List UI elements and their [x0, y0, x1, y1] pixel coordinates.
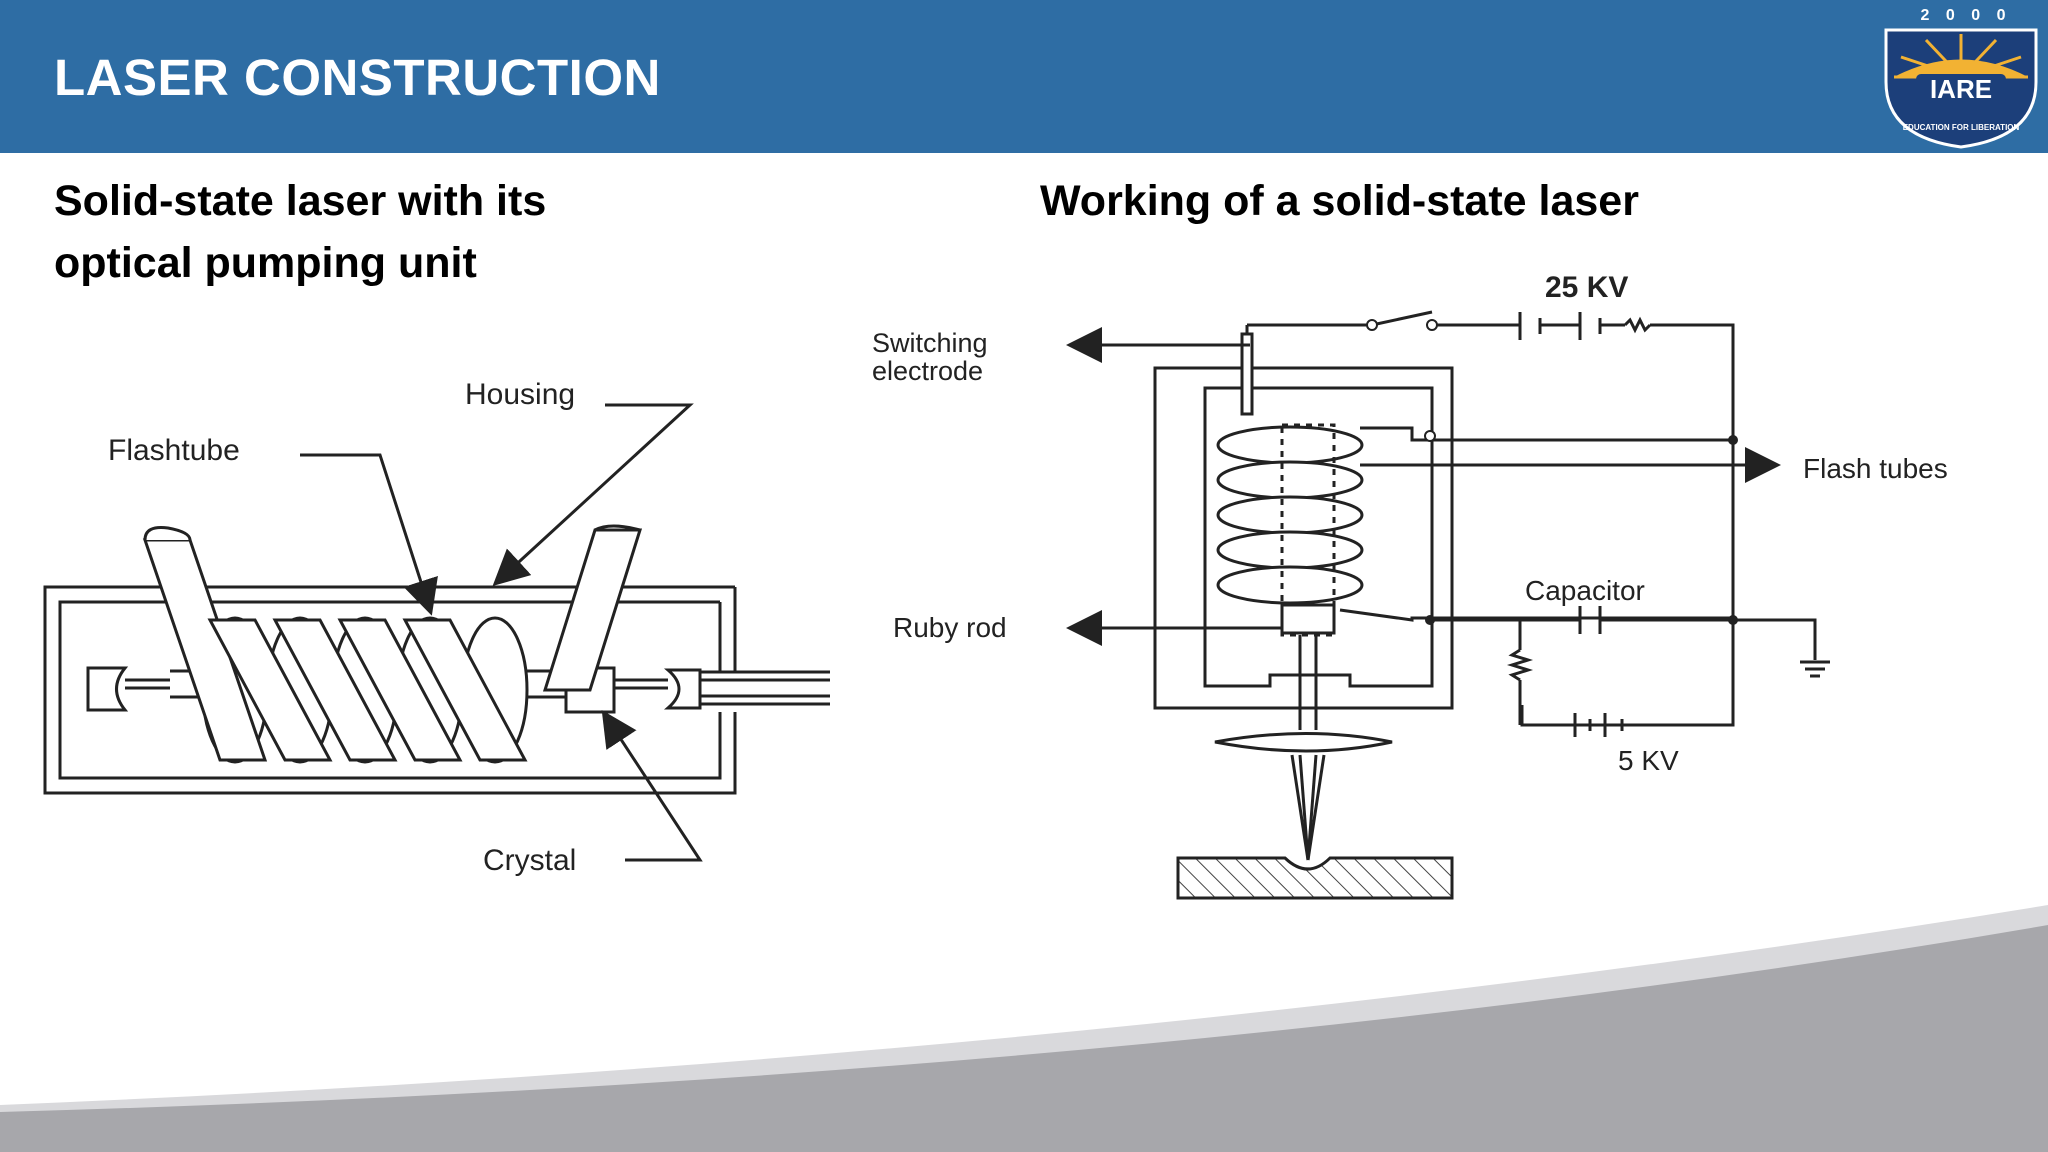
voltage-5kv-label: 5 KV [1618, 745, 1679, 776]
iare-logo: 2 0 0 0 IARE EDUCATION FOR LIBERATION [1884, 7, 2038, 149]
left-heading-line-2: optical pumping unit [54, 239, 477, 287]
left-laser-diagram [43, 403, 830, 862]
right-laser-circuit [1066, 310, 1830, 900]
left-heading-line-1: Solid-state laser with its [54, 177, 547, 225]
left-diagram-heading: Solid-state laser with its optical pumpi… [54, 170, 546, 294]
logo-text: IARE [1930, 74, 1992, 104]
capacitor-label: Capacitor [1525, 575, 1645, 606]
right-diagram-heading: Working of a solid-state laser [1040, 177, 1639, 225]
voltage-25kv-label: 25 KV [1545, 271, 1628, 304]
flashtube-label: Flashtube [108, 434, 240, 467]
ruby-rod-label: Ruby rod [893, 612, 1007, 643]
flash-tubes-label: Flash tubes [1803, 453, 1948, 484]
logo-tagline: EDUCATION FOR LIBERATION [1903, 123, 2020, 132]
slide-title: LASER CONSTRUCTION [54, 49, 661, 106]
crystal-label: Crystal [483, 844, 576, 877]
switching-electrode-label-1: Switching [872, 328, 988, 358]
header-bar [0, 0, 2048, 153]
switching-electrode-label-2: electrode [872, 356, 983, 386]
svg-text:2 0 0 0: 2 0 0 0 [1921, 7, 2012, 24]
housing-label: Housing [465, 378, 575, 411]
